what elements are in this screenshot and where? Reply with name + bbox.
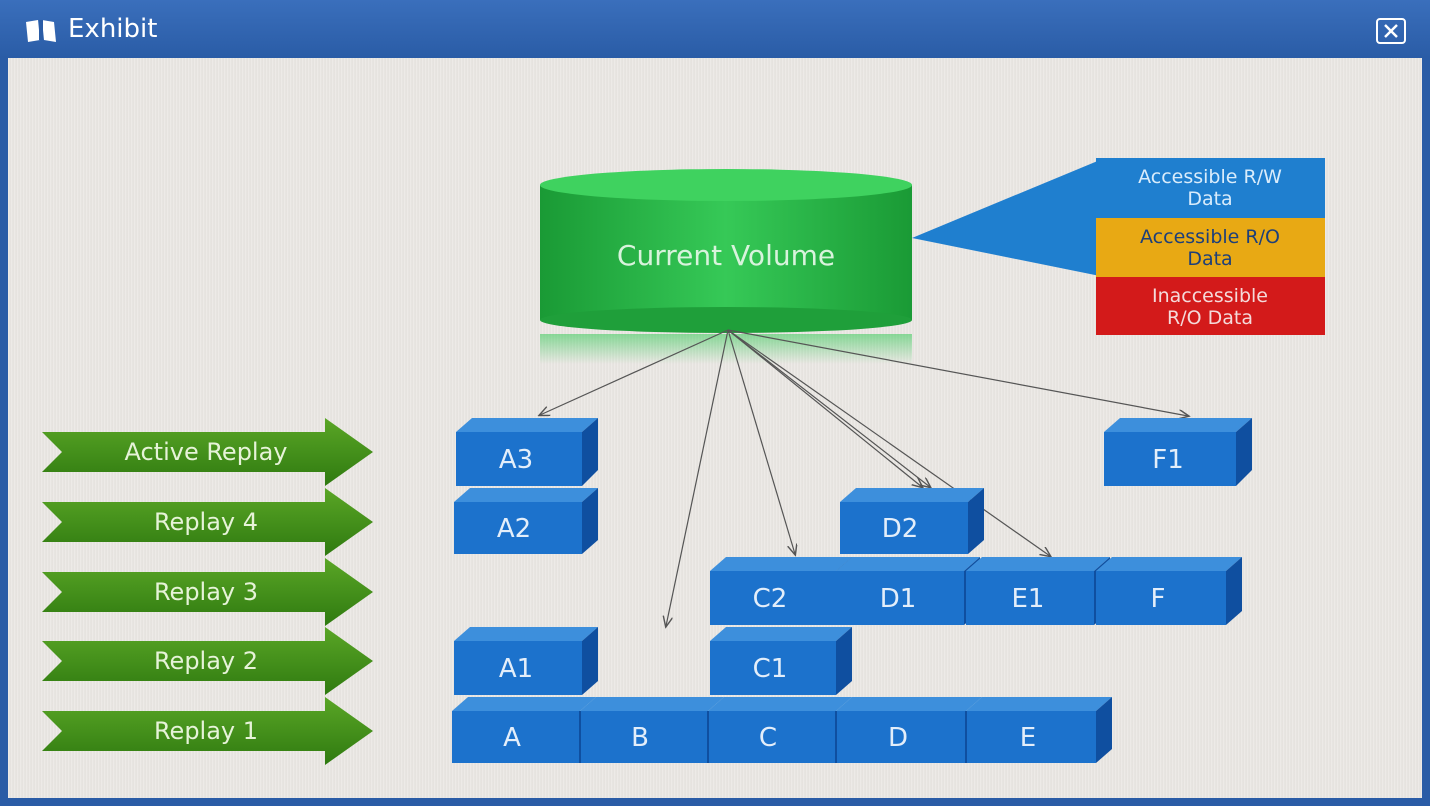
block-c2: C2 [710,557,852,625]
legend-inaccessible-box [1096,277,1325,335]
replay-label-active: Active Replay [124,438,287,466]
block-e1: E1 [966,557,1110,625]
close-button[interactable] [1376,18,1406,44]
block-label-d2: D2 [882,514,919,544]
legend-ro-line1: Accessible R/O [1140,226,1280,248]
block-a3: A3 [456,418,598,486]
pointer-arrow-e1 [727,329,1050,556]
replay-arrow-3: Replay 3 [42,558,373,626]
block-label-b: B [631,723,649,753]
block-b: B [580,697,724,763]
block-label-a1: A1 [499,654,533,684]
close-icon [1384,24,1398,38]
block-f1: F1 [1104,418,1252,486]
block-f: F [1096,557,1242,625]
pointer-arrow-a3 [540,329,729,415]
block-label-e1: E1 [1012,584,1045,614]
replay-arrow-active: Active Replay [42,418,373,486]
block-label-a2: A2 [497,514,531,544]
block-d1: D1 [836,557,980,625]
block-label-f1: F1 [1152,445,1184,475]
block-d2: D2 [840,488,984,554]
block-label-c1: C1 [753,654,788,684]
legend-rw-line2: Data [1187,188,1232,210]
pointer-arrow-d2 [727,329,922,487]
current-volume-cylinder: Current Volume [540,169,912,364]
pointer-arrow-c2 [727,329,795,554]
pointer-arrow-d2b [727,329,930,487]
exhibit-content: Current Volume Accessible R/W Data Acces… [8,58,1422,798]
legend-ro-line2: Data [1187,248,1232,270]
block-label-c: C [759,723,777,753]
replay-diagram: Current Volume Accessible R/W Data Acces… [42,158,1325,765]
data-blocks: A3 F1 A2 [452,418,1252,763]
pointer-arrow-b [666,329,729,626]
block-label-c2: C2 [753,584,788,614]
block-c: C [708,697,852,763]
block-e: E [966,697,1112,763]
block-label-a: A [503,723,521,753]
block-label-d: D [888,723,908,753]
legend-inaccessible-line2: R/O Data [1167,307,1253,329]
replay-label-3: Replay 3 [154,578,258,606]
block-c1: C1 [710,627,852,695]
replay-label-1: Replay 1 [154,717,258,745]
window-title: Exhibit [68,14,158,44]
current-volume-label: Current Volume [617,239,835,272]
block-d: D [836,697,982,763]
book-icon [26,20,56,42]
replay-arrow-1: Replay 1 [42,697,373,765]
block-label-a3: A3 [499,445,533,475]
replay-label-2: Replay 2 [154,647,258,675]
legend-inaccessible-line1: Inaccessible [1152,285,1268,307]
pointer-arrows [540,329,1188,626]
legend-rw-box [1096,158,1325,218]
title-bar: Exhibit [0,0,1430,58]
replay-arrow-2: Replay 2 [42,627,373,695]
block-a2: A2 [454,488,598,554]
legend-callout-pointer [912,160,1100,276]
legend-ro-box [1096,218,1325,277]
block-a1: A1 [454,627,598,695]
block-label-e: E [1020,723,1036,753]
replay-arrow-4: Replay 4 [42,488,373,556]
replay-label-4: Replay 4 [154,508,258,536]
pointer-arrow-f1 [727,329,1188,416]
block-a: A [452,697,596,763]
block-label-f: F [1151,584,1166,614]
legend: Accessible R/W Data Accessible R/O Data … [912,158,1325,335]
legend-rw-line1: Accessible R/W [1138,166,1282,188]
block-label-d1: D1 [880,584,917,614]
replay-arrows: Active Replay Replay 4 Replay 3 Replay 2… [42,418,373,765]
